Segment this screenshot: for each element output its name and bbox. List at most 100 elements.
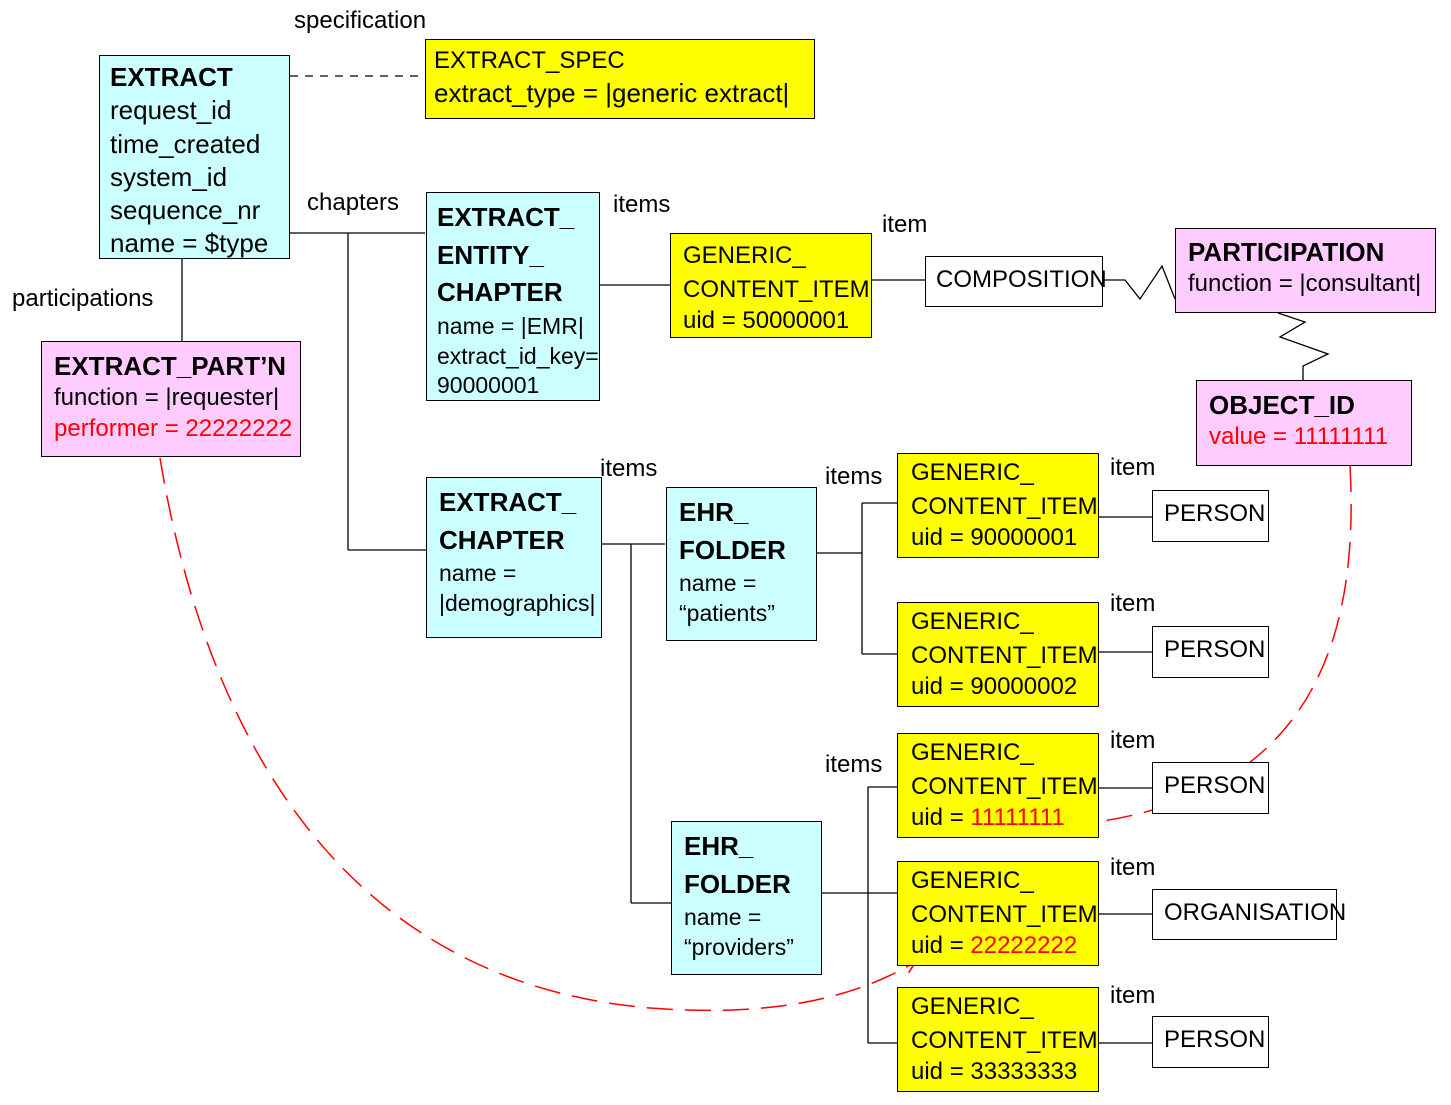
object-id-value: value = 11111111 <box>1209 423 1389 451</box>
extract-participation-title: EXTRACT_PART’N <box>54 351 287 381</box>
gci-uid-value: 90000001 <box>970 524 1078 552</box>
folder-providers-field: name = <box>684 904 762 931</box>
extract-participation-performer: performer = 22222222 <box>54 414 293 442</box>
folder-patients-title: EHR_ <box>679 497 749 527</box>
gci-box: GENERIC_ CONTENT_ITEM uid = 11111111 <box>897 733 1099 838</box>
patients-items-label: items <box>825 463 883 490</box>
composition-box: COMPOSITION <box>925 256 1107 307</box>
extract-field: system_id <box>110 161 228 192</box>
gci-composition-line: GENERIC_ <box>683 242 806 269</box>
person-box: PERSON <box>1152 1016 1269 1068</box>
gci-uid: uid = 22222222 <box>911 931 1085 961</box>
extract-chapter-title: CHAPTER <box>439 524 565 555</box>
entity-label: PERSON <box>1164 636 1266 663</box>
chapter-items-label: items <box>600 455 658 482</box>
gci-uid: uid = 11111111 <box>911 803 1085 833</box>
composition-label: COMPOSITION <box>936 266 1107 293</box>
participations-label: participations <box>12 285 154 312</box>
entity-chapter-title: ENTITY_ <box>437 239 544 270</box>
item-label-4: item <box>1110 854 1156 881</box>
composition-item-label: item <box>882 211 928 238</box>
item-label-2: item <box>1110 590 1156 617</box>
object-id-zigzag <box>1277 312 1330 380</box>
extract-field: name = $type <box>110 228 269 259</box>
gci-line: GENERIC_ <box>911 867 1034 894</box>
extract-participation-function: function = |requester| <box>54 384 280 412</box>
person-box: PERSON <box>1152 490 1269 542</box>
entity-label: PERSON <box>1164 1026 1266 1053</box>
item-label-5: item <box>1110 982 1156 1009</box>
extract-field: request_id <box>110 95 232 126</box>
folder-patients-box: EHR_ FOLDER name = “patients” <box>666 487 817 641</box>
gci-uid-value: 33333333 <box>970 1058 1078 1086</box>
gci-line: GENERIC_ <box>911 608 1034 635</box>
gci-uid-prefix: uid = <box>911 932 971 960</box>
item-label-1: item <box>1110 454 1156 481</box>
gci-box: GENERIC_ CONTENT_ITEM uid = 90000001 <box>897 453 1099 558</box>
participation-function: function = |consultant| <box>1188 270 1422 298</box>
performer-reference-arrow <box>159 457 915 1012</box>
extract-spec-field: extract_type = |generic extract| <box>434 77 790 108</box>
gci-box: GENERIC_ CONTENT_ITEM uid = 90000002 <box>897 602 1099 707</box>
folder-providers-box: EHR_ FOLDER name = “providers” <box>671 821 822 975</box>
gci-uid: uid = 33333333 <box>911 1057 1085 1087</box>
entity-label: ORGANISATION <box>1164 899 1347 926</box>
entity-chapter-title: EXTRACT_ <box>437 202 575 232</box>
gci-line: CONTENT_ITEM <box>911 900 1098 928</box>
chapters-label: chapters <box>307 189 400 216</box>
gci-line: GENERIC_ <box>911 739 1034 766</box>
gci-uid: uid = 90000001 <box>911 523 1085 553</box>
extract-chapter-field: name = <box>439 560 517 587</box>
extract-field: sequence_nr <box>110 195 261 226</box>
entity-chapter-box: EXTRACT_ ENTITY_ CHAPTER name = |EMR| ex… <box>426 192 600 401</box>
gci-uid: uid = 90000002 <box>911 672 1085 702</box>
extract-spec-title: EXTRACT_SPEC <box>434 47 625 74</box>
folder-patients-title: FOLDER <box>679 534 786 565</box>
gci-uid-prefix: uid = <box>911 673 971 701</box>
item-label-3: item <box>1110 727 1156 754</box>
entity-label: PERSON <box>1164 772 1266 799</box>
folder-patients-field: name = <box>679 570 757 597</box>
extract-chapter-field: |demographics| <box>439 589 596 616</box>
extract-field: time_created <box>110 128 261 159</box>
gci-uid-prefix: uid = <box>911 804 971 832</box>
participation-box: PARTICIPATION function = |consultant| <box>1175 228 1436 313</box>
gci-line: CONTENT_ITEM <box>911 641 1098 669</box>
gci-line: CONTENT_ITEM <box>911 1026 1098 1054</box>
gci-uid-prefix: uid = <box>911 524 971 552</box>
extract-box: EXTRACT request_id time_created system_i… <box>99 55 290 259</box>
gci-line: GENERIC_ <box>911 459 1034 486</box>
participation-title: PARTICIPATION <box>1188 237 1385 267</box>
extract-title: EXTRACT <box>110 62 233 92</box>
entity-chapter-field: 90000001 <box>437 371 540 398</box>
object-id-title: OBJECT_ID <box>1209 390 1355 420</box>
person-box: PERSON <box>1152 762 1269 814</box>
folder-providers-title: FOLDER <box>684 868 791 899</box>
participation-zigzag <box>1103 264 1176 301</box>
gci-line: CONTENT_ITEM <box>911 492 1098 520</box>
gci-uid-value: 11111111 <box>970 804 1065 832</box>
gci-uid-value: 90000002 <box>970 673 1078 701</box>
folder-providers-field: “providers” <box>684 933 794 960</box>
extract-participation-box: EXTRACT_PART’N function = |requester| pe… <box>41 341 301 457</box>
entity-label: PERSON <box>1164 500 1266 527</box>
extract-spec-box: EXTRACT_SPEC extract_type = |generic ext… <box>425 39 815 119</box>
gci-line: CONTENT_ITEM <box>911 772 1098 800</box>
gci-box: GENERIC_ CONTENT_ITEM uid = 33333333 <box>897 987 1099 1092</box>
object-id-box: OBJECT_ID value = 11111111 <box>1196 380 1412 466</box>
gci-line: GENERIC_ <box>911 993 1034 1020</box>
gci-box: GENERIC_ CONTENT_ITEM uid = 22222222 <box>897 861 1099 966</box>
specification-label: specification <box>294 7 427 34</box>
extract-chapter-box: EXTRACT_ CHAPTER name = |demographics| <box>426 477 602 638</box>
providers-items-label: items <box>825 751 883 778</box>
entity-chapter-field: name = |EMR| <box>437 313 584 340</box>
gci-uid-prefix: uid = <box>911 1058 971 1086</box>
gci-uid-value: 22222222 <box>970 932 1078 960</box>
folder-providers-title: EHR_ <box>684 831 754 861</box>
entity-items-label: items <box>613 191 671 218</box>
entity-chapter-field: extract_id_key= <box>437 342 599 369</box>
person-box: PERSON <box>1152 626 1269 678</box>
gci-composition-box: GENERIC_ CONTENT_ITEM uid = 50000001 <box>670 233 872 338</box>
